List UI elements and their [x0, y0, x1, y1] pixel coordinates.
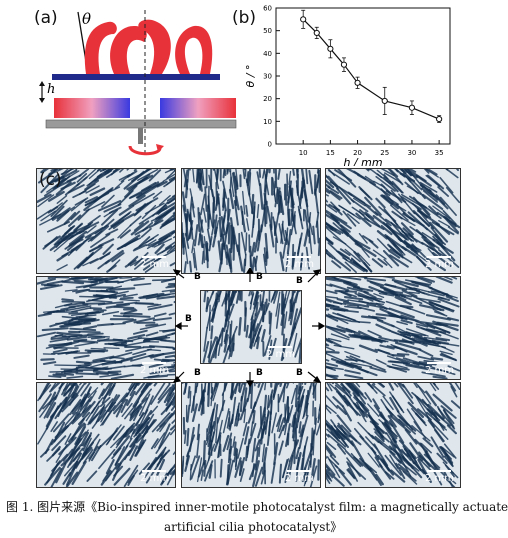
- theta-symbol: θ: [82, 10, 92, 28]
- x-tick-label: 10: [299, 149, 308, 157]
- scale-bar: 2 mm: [140, 256, 169, 270]
- y-axis-label: θ / °: [244, 65, 257, 88]
- data-point: [408, 104, 416, 111]
- cilia-schematic: [39, 10, 237, 156]
- h-symbol: h: [47, 82, 56, 97]
- x-tick-label: 25: [380, 149, 389, 157]
- scale-bar-label: 2 mm: [424, 259, 454, 270]
- data-point: [300, 16, 307, 23]
- x-tick-label: 15: [326, 149, 335, 157]
- y-tick-label: 40: [263, 50, 272, 58]
- arrow-label-top-left: B: [194, 272, 201, 282]
- scale-bar: 2 mm: [266, 346, 295, 360]
- data-point: [354, 79, 361, 86]
- scale-bar-label: 2 mm: [284, 473, 314, 484]
- scale-bar: 2 mm: [285, 256, 314, 270]
- photo-top-right: 2 mm: [325, 168, 461, 274]
- x-tick-label: 35: [435, 149, 444, 157]
- y-tick-label: 60: [263, 5, 272, 13]
- arrow-label-bottom-left: B: [194, 368, 201, 378]
- data-point: [381, 97, 388, 105]
- scale-bar-label: 2 mm: [284, 259, 314, 270]
- y-tick-label: 0: [268, 141, 272, 149]
- panel-c: (c): [35, 168, 460, 486]
- scale-bar-label: 2 mm: [265, 349, 295, 360]
- data-point: [327, 45, 334, 52]
- photo-bottom-right: 2 mm: [325, 382, 461, 488]
- caption-line-2: artificial cilia photocatalyst》: [164, 520, 343, 534]
- caption-line-1: 图 1. 图片来源《Bio-inspired inner-motile phot…: [6, 500, 508, 514]
- panel-b-label: (b): [232, 8, 257, 28]
- scale-bar-label: 2 mm: [139, 259, 169, 270]
- panel-a: (a) θ: [30, 4, 240, 164]
- panel-a-label: (a): [34, 8, 58, 28]
- scale-bar: 2 mm: [425, 256, 454, 270]
- scale-bar-label: 2 mm: [424, 473, 454, 484]
- magnet-left: [54, 98, 130, 118]
- scale-bar: 2 mm: [285, 470, 314, 484]
- panel-c-label: (c): [39, 170, 62, 190]
- arrow-label-left: B: [185, 314, 192, 324]
- scale-bar-label: 2 mm: [139, 473, 169, 484]
- theta-vs-h-chart: 10 15 20 25 30 35 0 10 20 30 40 50 60 h / mm θ / °: [244, 5, 451, 166]
- cilia-plate: [52, 74, 220, 80]
- scale-bar-label: 2 mm: [139, 365, 169, 376]
- rotation-arrow: [128, 145, 162, 156]
- photo-middle-right: 2 mm: [325, 276, 461, 380]
- x-axis-label: h / mm: [343, 156, 382, 166]
- data-point: [313, 29, 320, 37]
- panel-b: (b) 10 15 20 25 30 35 0 10 20 30 40 50 60 h / mm θ / °: [228, 0, 460, 166]
- magnet-right: [160, 98, 236, 118]
- y-tick-label: 20: [263, 95, 272, 103]
- scale-bar: 2 mm: [425, 470, 454, 484]
- arrow-label-top-right: B: [296, 276, 303, 286]
- scale-bar: 2 mm: [140, 470, 169, 484]
- x-tick-label: 20: [353, 149, 362, 157]
- y-tick-label: 50: [263, 27, 272, 35]
- scale-bar: 2 mm: [140, 362, 169, 376]
- photo-top-left: 2 mm: [36, 168, 176, 274]
- scale-bar: 2 mm: [425, 362, 454, 376]
- x-tick-label: 30: [407, 149, 416, 157]
- field-arrows: [172, 268, 326, 388]
- magnet-base: [45, 119, 237, 129]
- photo-middle-left: 2 mm: [36, 276, 176, 380]
- red-cilia: [84, 19, 213, 74]
- photo-center: 2 mm: [200, 290, 302, 364]
- scale-bar-label: 2 mm: [424, 365, 454, 376]
- arrow-label-bottom-right: B: [296, 368, 303, 378]
- arrow-label-bottom: B: [256, 368, 263, 378]
- photo-top-center: 2 mm: [181, 168, 321, 274]
- photo-bottom-center: 2 mm: [181, 382, 321, 488]
- photo-bottom-left: 2 mm: [36, 382, 176, 488]
- arrow-label-top: B: [256, 272, 263, 282]
- figure-caption: 图 1. 图片来源《Bio-inspired inner-motile phot…: [6, 497, 508, 537]
- y-tick-label: 30: [263, 73, 272, 81]
- data-point: [436, 115, 443, 123]
- series-line: [302, 18, 440, 120]
- y-tick-label: 10: [263, 118, 272, 126]
- data-point: [340, 61, 348, 68]
